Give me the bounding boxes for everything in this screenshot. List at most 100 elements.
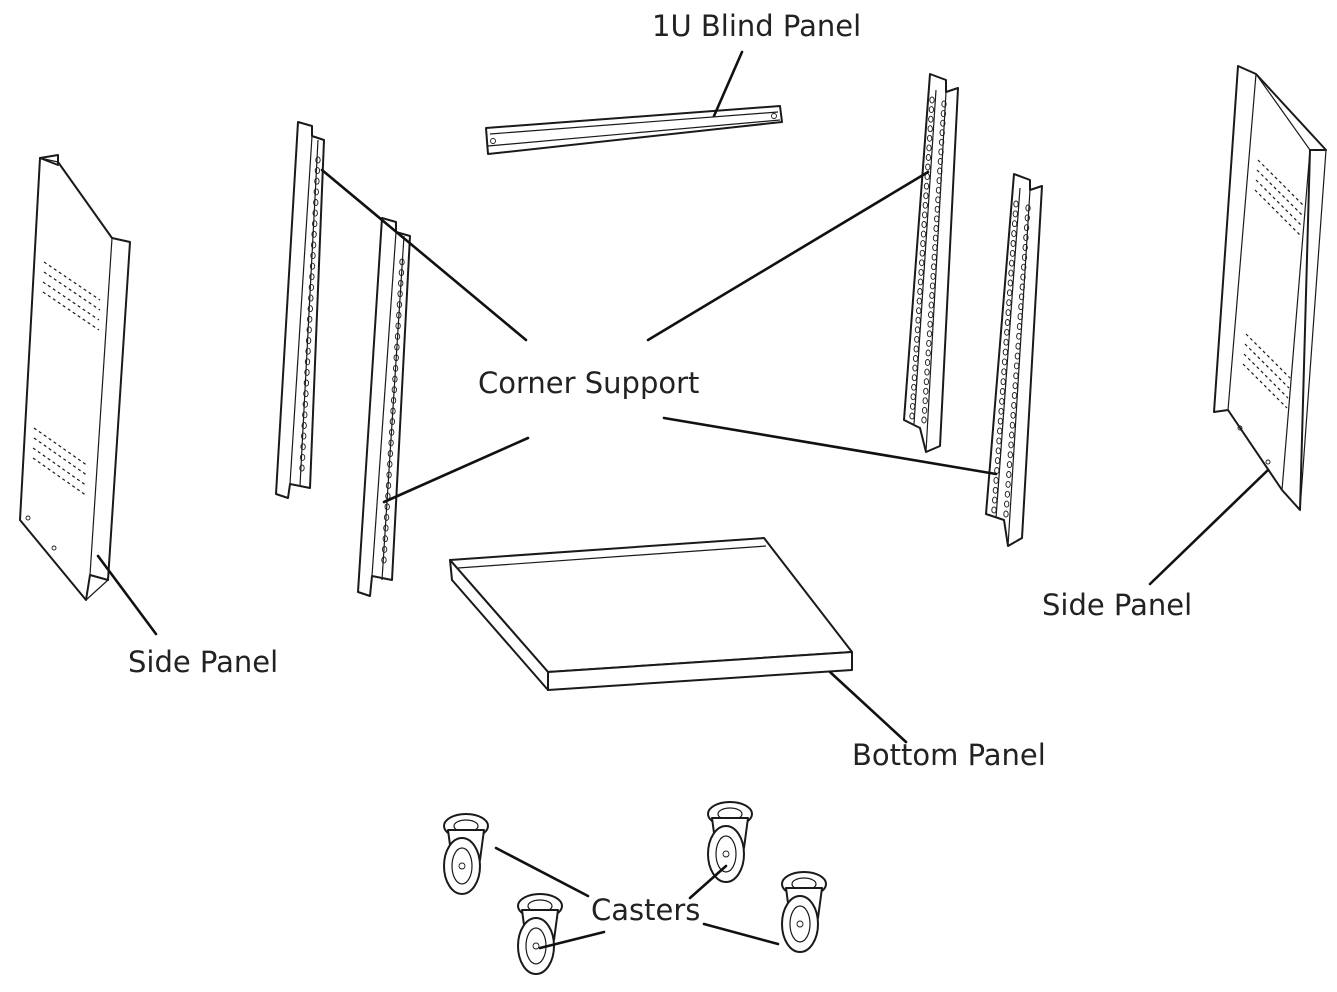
mounting-hole	[389, 418, 396, 426]
mounting-hole	[1003, 338, 1009, 346]
mounting-hole	[998, 407, 1004, 415]
mounting-hole	[935, 186, 942, 194]
mounting-hole	[302, 400, 308, 408]
mounting-hole	[926, 134, 933, 142]
mounting-hole	[1006, 289, 1013, 297]
mounting-hole	[309, 273, 315, 281]
right-side-panel	[1213, 65, 1327, 511]
mounting-hole	[307, 315, 313, 323]
mounting-hole	[304, 358, 311, 366]
mounting-hole	[927, 320, 933, 328]
mounting-hole	[1006, 299, 1012, 307]
mounting-hole	[992, 496, 998, 504]
mounting-hole	[303, 379, 310, 387]
mounting-hole	[910, 393, 916, 401]
mounting-hole	[1002, 348, 1009, 356]
mounting-hole	[1018, 293, 1025, 301]
mounting-hole	[393, 354, 399, 362]
mounting-hole	[307, 305, 313, 313]
mounting-hole	[1004, 319, 1011, 326]
mounting-hole	[1010, 240, 1016, 247]
mounting-hole	[1011, 401, 1017, 409]
label-bottom-panel: Bottom Panel	[852, 738, 1046, 772]
leader-caster-4	[702, 922, 780, 946]
mounting-hole	[938, 148, 944, 156]
mounting-hole	[921, 416, 927, 424]
mounting-hole	[384, 503, 390, 511]
mounting-hole	[1021, 253, 1028, 261]
mounting-hole	[914, 326, 921, 334]
mounting-hole	[925, 349, 931, 357]
mounting-hole	[301, 422, 307, 429]
mounting-hole	[313, 199, 319, 206]
mounting-hole	[934, 215, 940, 223]
mounting-hole	[916, 307, 922, 315]
leader-corner-support-d	[662, 416, 998, 476]
mounting-hole	[1007, 279, 1013, 287]
mounting-hole	[929, 282, 936, 290]
mounting-hole	[1022, 244, 1028, 251]
mounting-hole	[926, 339, 932, 347]
mounting-hole	[931, 263, 937, 271]
mounting-hole	[1020, 273, 1026, 281]
mounting-hole	[395, 322, 401, 330]
mounting-hole	[383, 513, 390, 521]
mounting-hole	[922, 211, 928, 219]
mounting-hole	[305, 347, 311, 355]
caster-wheel	[781, 871, 827, 953]
mounting-hole	[922, 201, 928, 209]
mounting-hole	[936, 177, 942, 185]
mounting-hole	[1004, 500, 1010, 508]
mounting-hole	[909, 402, 916, 410]
mounting-hole	[1021, 263, 1027, 271]
left-panel-vent-top	[42, 261, 101, 331]
mounting-hole	[1011, 392, 1018, 399]
mounting-hole	[1009, 431, 1015, 439]
mounting-hole	[304, 368, 310, 376]
mounting-hole	[930, 272, 936, 280]
mounting-hole	[938, 138, 945, 146]
mounting-hole	[1006, 461, 1013, 469]
mounting-hole	[926, 144, 932, 152]
mounting-hole	[1011, 220, 1018, 228]
mounting-hole	[913, 345, 919, 353]
mounting-hole	[394, 333, 401, 340]
mounting-hole	[312, 220, 318, 228]
mounting-hole	[306, 326, 312, 334]
mounting-hole	[1018, 303, 1024, 311]
mounting-hole	[1025, 204, 1031, 212]
mounting-hole	[396, 301, 403, 309]
mounting-hole	[314, 167, 321, 175]
mounting-hole	[1009, 249, 1016, 257]
mounting-hole	[1019, 283, 1025, 291]
mounting-hole	[928, 311, 934, 319]
leader-side-panel-right	[1148, 468, 1270, 586]
mounting-hole	[1015, 342, 1021, 350]
mounting-hole	[385, 482, 392, 489]
mounting-hole	[389, 428, 395, 436]
mounting-hole	[303, 390, 309, 398]
mounting-hole	[397, 290, 403, 298]
mounting-hole	[935, 196, 941, 204]
mounting-hole	[926, 330, 933, 338]
mounting-hole	[390, 396, 397, 404]
mounting-hole	[387, 460, 393, 468]
label-side-panel-right: Side Panel	[1042, 588, 1193, 622]
left-side-panel	[19, 154, 131, 601]
leader-lines	[96, 50, 1270, 950]
mounting-hole	[305, 337, 312, 345]
mounting-hole	[1008, 269, 1014, 277]
right-panel-vent-top	[1254, 159, 1305, 237]
mounting-hole	[1005, 309, 1011, 317]
mounting-hole	[928, 106, 935, 114]
mounting-hole	[382, 535, 388, 543]
mounting-hole	[924, 368, 930, 376]
mounting-hole	[1003, 510, 1009, 518]
mounting-hole	[309, 262, 316, 270]
mounting-hole	[1014, 352, 1021, 360]
right-panel-vent-bottom	[1242, 333, 1291, 409]
mounting-hole	[1013, 372, 1019, 380]
mounting-hole	[314, 177, 320, 185]
